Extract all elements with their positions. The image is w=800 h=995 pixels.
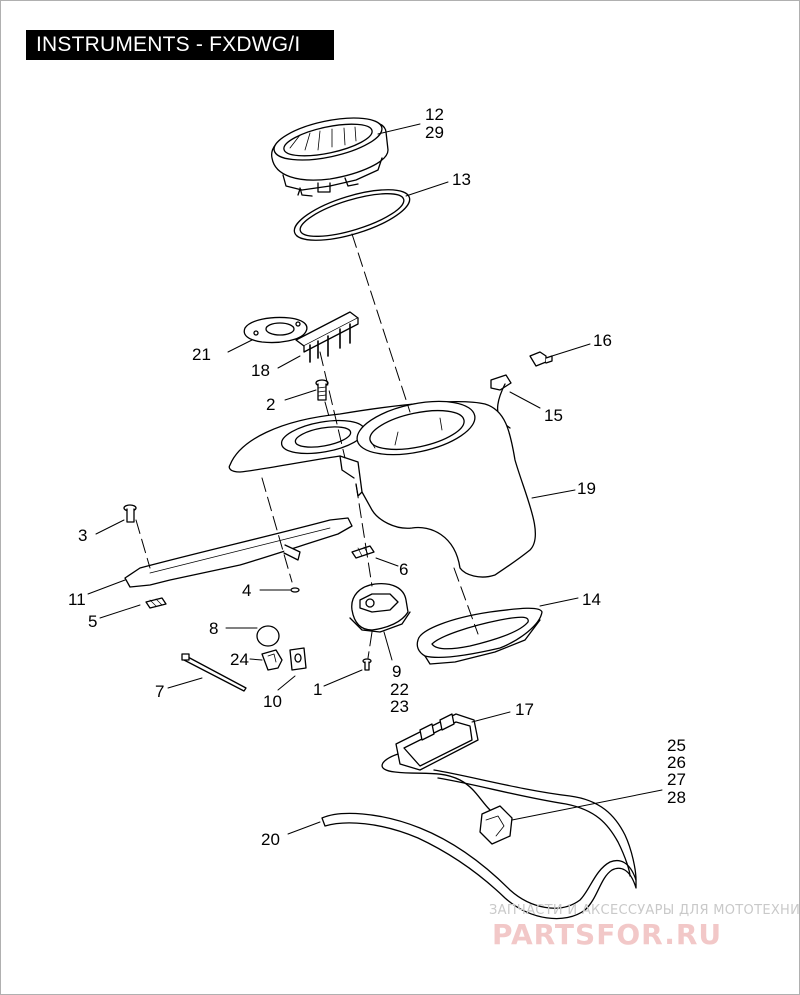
callout-27: 27 (667, 770, 686, 789)
mount-gasket-part (243, 316, 308, 344)
callout-28: 28 (667, 788, 686, 807)
callout-9: 9 (392, 662, 401, 681)
callout-6: 6 (399, 560, 408, 579)
screw-2-part (315, 379, 329, 401)
ring-gasket-part (293, 189, 411, 241)
connector-24-part (261, 649, 283, 671)
callout-3: 3 (78, 526, 87, 545)
callout-16: 16 (593, 331, 612, 350)
tray-14-part (416, 607, 543, 665)
callout-2: 2 (266, 395, 275, 414)
callout-19: 19 (577, 479, 596, 498)
washer-4-part (290, 587, 300, 593)
bracket-11-part (124, 517, 353, 588)
callout-22: 22 (390, 680, 409, 699)
clip-10-part (289, 647, 307, 671)
watermark-logo: PARTSFOR.RU (492, 918, 722, 951)
callout-10: 10 (263, 692, 282, 711)
callout-15: 15 (544, 406, 563, 425)
wiring-module-part (381, 713, 513, 845)
callout-23: 23 (390, 697, 409, 716)
cable-strap-part (181, 653, 247, 692)
speedometer-part (271, 117, 389, 197)
callout-21: 21 (192, 345, 211, 364)
callout-4: 4 (242, 581, 251, 600)
watermark-tagline: ЗАПЧАСТИ И АКСЕССУАРЫ ДЛЯ МОТОТЕХНИКИ (489, 903, 800, 918)
watermark: ЗАПЧАСТИ И АКСЕССУАРЫ ДЛЯ МОТОТЕХНИКИ PA… (489, 903, 800, 951)
callout-18: 18 (251, 361, 270, 380)
callout-20: 20 (261, 830, 280, 849)
callout-12: 12 (425, 105, 444, 124)
callout-24: 24 (230, 650, 249, 669)
screw-1-part (362, 658, 372, 671)
alignment-lines (135, 233, 479, 659)
callout-14: 14 (582, 590, 601, 609)
callout-1: 1 (313, 680, 322, 699)
callout-5: 5 (88, 612, 97, 631)
console-housing-part (228, 400, 537, 578)
trim-20-part (321, 769, 637, 920)
callout-13: 13 (452, 170, 471, 189)
diagram-title: INSTRUMENTS - FXDWG/I (36, 33, 301, 56)
screw-3-part (123, 504, 137, 523)
callout-17: 17 (515, 700, 534, 719)
callout-8: 8 (209, 619, 218, 638)
callout-29: 29 (425, 123, 444, 142)
screw-16-part (529, 351, 553, 367)
switch-15-part (490, 374, 512, 429)
callout-11: 11 (68, 590, 86, 609)
callout-26: 26 (667, 753, 686, 772)
indicator-housing-part (349, 582, 411, 633)
callout-labels: 12 29 13 21 18 2 16 15 19 3 6 4 11 14 5 … (68, 105, 686, 849)
clip-5-part (145, 597, 167, 609)
clip-6-part (351, 545, 375, 559)
o-ring-8-part (256, 625, 280, 647)
leader-lines (87, 123, 663, 835)
mount-bracket-part (295, 311, 359, 363)
callout-25: 25 (667, 736, 686, 755)
callout-7: 7 (155, 682, 164, 701)
diagram-title-bar: INSTRUMENTS - FXDWG/I (26, 30, 334, 60)
